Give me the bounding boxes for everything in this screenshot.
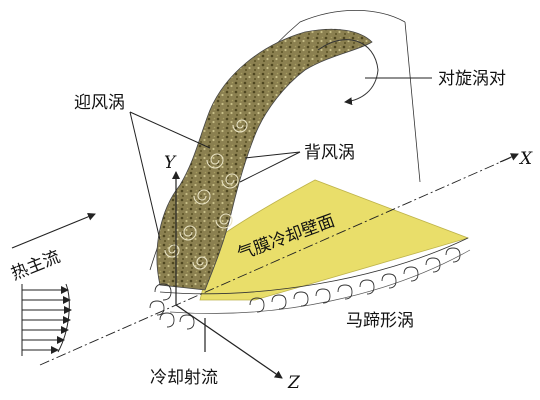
- velocity-profile: [22, 284, 71, 356]
- leeward-leader-2: [240, 152, 300, 182]
- x-axis-line: [40, 157, 512, 365]
- windward-leader-2: [130, 112, 160, 240]
- windward-leader-1: [130, 112, 210, 148]
- film-cooled-wall-region: [200, 180, 468, 300]
- envelope-outline-right: [405, 22, 420, 182]
- label-horseshoe-vortex: 马蹄形涡: [346, 311, 414, 331]
- label-windward-vortex: 迎风涡: [74, 93, 125, 113]
- axis-label-z: Z: [287, 373, 301, 393]
- label-leeward-vortex: 背风涡: [304, 143, 355, 163]
- label-hot-mainstream: 热主流: [8, 247, 63, 285]
- axis-label-y: Y: [164, 153, 177, 173]
- leeward-leader-1: [245, 152, 300, 158]
- label-cooling-jet: 冷却射流: [150, 368, 218, 388]
- hot-mainstream-arrow: [12, 214, 95, 248]
- x-axis-arrow: [500, 154, 518, 162]
- label-counter-rotating-vortex-pair: 对旋涡对: [438, 69, 506, 89]
- axis-label-x: X: [518, 149, 533, 169]
